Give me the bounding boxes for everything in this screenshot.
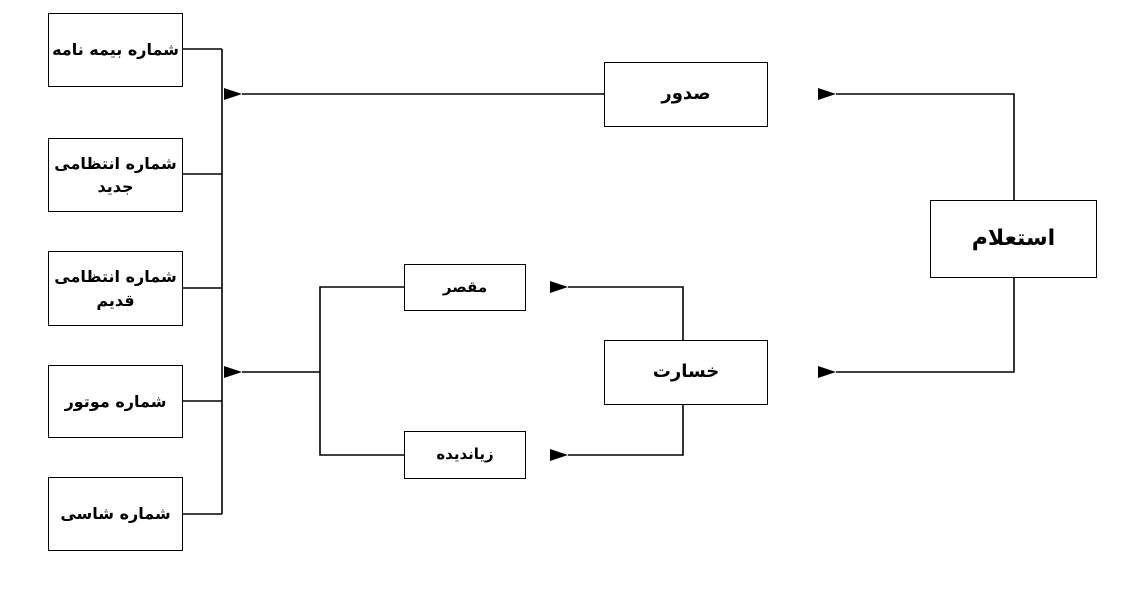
chassis-number-box: شماره شاسی — [48, 477, 183, 551]
old-plate-number-box: شماره انتظامی قدیم — [48, 251, 183, 326]
line-root-to-damage — [818, 278, 1015, 378]
inquiry-box: استعلام — [930, 200, 1097, 278]
engine-number-box: شماره موتور — [48, 365, 183, 438]
new-plate-number-box: شماره انتظامی جدید — [48, 138, 183, 212]
line-party-join — [319, 286, 404, 456]
victim-box: زیاندیده — [404, 431, 526, 479]
policy-number-box: شماره بیمه نامه — [48, 13, 183, 87]
culprit-box: مقصر — [404, 264, 526, 311]
line-damage-to-culprit — [550, 281, 684, 340]
issuance-box: صدور — [604, 62, 768, 127]
line-root-to-issuance — [818, 88, 1015, 200]
line-damage-to-victim — [550, 404, 684, 461]
damage-box: خسارت — [604, 340, 768, 405]
